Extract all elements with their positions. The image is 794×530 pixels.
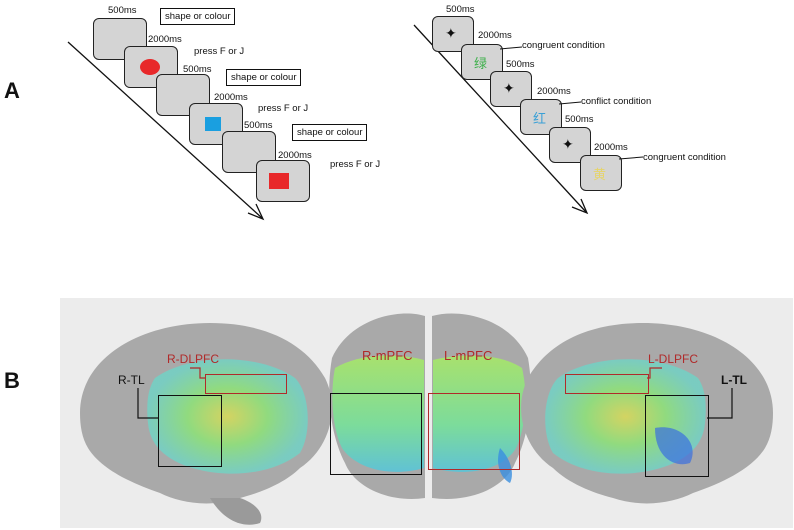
roi-r-tl-box — [158, 395, 222, 467]
fnirs-brain-panel: R-TL R-DLPFC R-mPFC L-mPFC L-DLPFC L-TL — [60, 298, 793, 528]
roi-l-mpfc-box — [428, 393, 520, 470]
cue-box: shape or colour — [292, 124, 368, 141]
red-square-stimulus — [269, 173, 289, 189]
panel-a-label: A — [4, 78, 20, 103]
duration-label: 2000ms — [278, 150, 312, 161]
duration-label: 500ms — [244, 120, 273, 131]
fixation-star-icon: ✦ — [445, 25, 457, 41]
response-label: press F or J — [258, 103, 309, 114]
trial-card-red-circle — [124, 46, 178, 88]
response-label: press F or J — [330, 159, 381, 170]
condition-label: congruent condition — [522, 40, 605, 51]
panel-b-label: B — [4, 368, 20, 393]
duration-label: 2000ms — [214, 92, 248, 103]
duration-label: 500ms — [446, 4, 475, 15]
blue-square-stimulus — [205, 117, 221, 131]
duration-label: 500ms — [108, 5, 137, 16]
brain-renderings — [80, 313, 773, 525]
duration-label: 500ms — [506, 59, 535, 70]
word-stimulus: 绿 — [474, 57, 488, 72]
label-l-dlpfc: L-DLPFC — [648, 352, 699, 366]
cue-box: shape or colour — [226, 69, 302, 86]
label-r-tl: R-TL — [118, 373, 145, 387]
condition-label: congruent condition — [643, 152, 726, 163]
stroop-card-word-3: 黄 — [580, 155, 622, 191]
roi-l-dlpfc-box — [565, 374, 649, 394]
red-circle-stimulus — [140, 59, 160, 75]
duration-label: 2000ms — [478, 30, 512, 41]
duration-label: 2000ms — [537, 86, 571, 97]
duration-label: 2000ms — [594, 142, 628, 153]
response-label: press F or J — [194, 46, 245, 57]
roi-l-tl-box — [645, 395, 709, 477]
duration-label: 500ms — [183, 64, 212, 75]
label-r-mpfc: R-mPFC — [362, 348, 413, 363]
word-stimulus: 黄 — [593, 168, 607, 183]
trial-card-red-square — [256, 160, 310, 202]
cue-box: shape or colour — [160, 8, 236, 25]
label-r-dlpfc: R-DLPFC — [167, 352, 220, 366]
roi-r-mpfc-box — [330, 393, 422, 475]
timeline-arrow — [413, 24, 589, 215]
timeline-arrow — [67, 41, 265, 221]
trial-card-blue-square — [189, 103, 243, 145]
fixation-star-icon: ✦ — [562, 136, 574, 152]
condition-label: conflict condition — [581, 96, 652, 107]
duration-label: 500ms — [565, 114, 594, 125]
roi-r-dlpfc-box — [205, 374, 287, 394]
word-stimulus: 红 — [533, 112, 547, 127]
duration-label: 2000ms — [148, 34, 182, 45]
label-l-tl: L-TL — [721, 373, 747, 387]
fixation-star-icon: ✦ — [503, 80, 515, 96]
label-l-mpfc: L-mPFC — [444, 348, 493, 363]
